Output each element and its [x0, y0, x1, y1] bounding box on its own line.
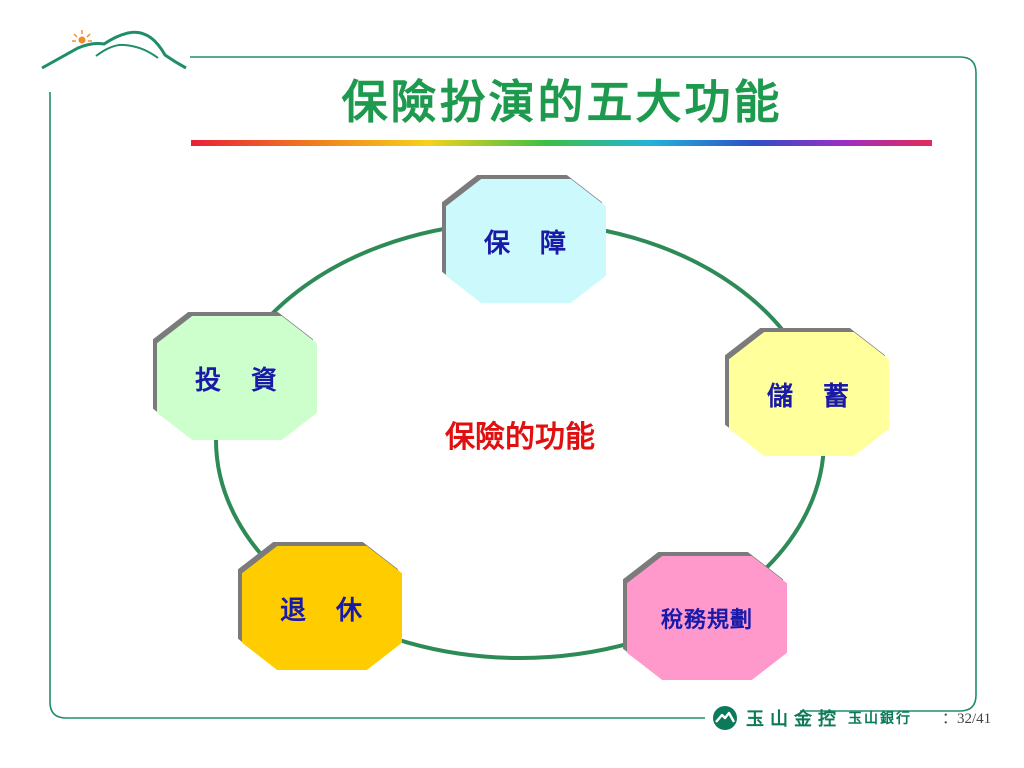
- node-protection: 保 障: [442, 175, 606, 303]
- page-number: ：32/41: [942, 707, 991, 728]
- center-label: 保險的功能: [445, 420, 595, 455]
- footer-brand: 玉山金控 玉山銀行: [712, 704, 912, 732]
- node-protection-label: 保 障: [483, 228, 568, 259]
- node-savings: 儲 蓄: [725, 328, 889, 456]
- mountain-sun-logo-icon: [41, 30, 187, 70]
- esun-mountain-logo-icon: [713, 706, 737, 730]
- node-tax-planning-label: 稅務規劃: [660, 607, 753, 633]
- node-retirement: 退 休: [238, 542, 402, 670]
- rainbow-divider: [191, 140, 932, 146]
- node-investment: 投 資: [153, 312, 317, 440]
- node-retirement-label: 退 休: [279, 595, 364, 626]
- node-tax-planning: 稅務規劃: [623, 552, 787, 680]
- node-savings-label: 儲 蓄: [766, 381, 851, 412]
- page-prefix: ：: [942, 711, 958, 727]
- page-number-value: 32/41: [957, 711, 992, 727]
- brand-holding: 玉山金控: [746, 709, 842, 730]
- node-investment-label: 投 資: [194, 365, 279, 396]
- slide-title: 保險扮演的五大功能: [341, 75, 783, 129]
- brand-bank: 玉山銀行: [848, 711, 912, 727]
